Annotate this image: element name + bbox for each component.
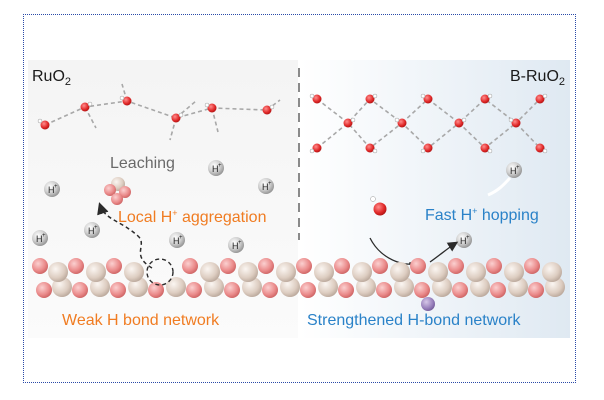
proton: H+ (506, 162, 522, 178)
hop-arrow-2 (429, 241, 459, 263)
svg-text:H: H (36, 234, 43, 244)
hopping-arc (487, 176, 512, 197)
svg-text:+: + (516, 165, 520, 171)
svg-text:+: + (54, 184, 58, 190)
svg-text:+: + (238, 240, 242, 246)
svg-text:H: H (88, 226, 95, 236)
proton: H+ (208, 160, 224, 176)
svg-text:H: H (48, 185, 55, 195)
svg-text:H: H (460, 236, 467, 246)
svg-text:+: + (466, 235, 470, 241)
svg-text:H: H (212, 164, 219, 174)
leaching-path-arrow (97, 202, 153, 269)
proton: H+ (44, 181, 60, 197)
proton: H+ (169, 232, 185, 248)
left-panel-background (28, 60, 298, 338)
leached-ruo2-cluster (104, 177, 131, 205)
svg-text:+: + (42, 233, 46, 239)
left-caption: Weak H bond network (62, 312, 220, 329)
proton: H+ (32, 230, 48, 246)
svg-text:+: + (218, 163, 222, 169)
left-title: RuO2 (32, 68, 71, 88)
leaching-label: Leaching (110, 155, 175, 172)
svg-text:+: + (94, 225, 98, 231)
vacancy-site (146, 258, 174, 286)
right-caption: Strengthened H-bond network (307, 312, 521, 329)
proton: H+ (258, 178, 274, 194)
svg-text:H: H (510, 166, 517, 176)
lattice-lower-row (36, 277, 565, 298)
hydronium-molecule (370, 196, 387, 216)
right-protons: H+ H+ (456, 162, 522, 248)
proton: H+ (456, 232, 472, 248)
local-aggregation-label: Local H+ aggregation (118, 208, 266, 226)
proton: H+ (228, 237, 244, 253)
svg-text:+: + (268, 181, 272, 187)
boron-dopant (421, 297, 435, 311)
svg-text:H: H (232, 241, 239, 251)
left-water-molecules (37, 95, 275, 130)
fast-hopping-label: Fast H+ hopping (425, 206, 539, 224)
svg-text:+: + (179, 235, 183, 241)
svg-text:H: H (173, 236, 180, 246)
right-water-molecules (309, 93, 548, 154)
lattice-upper-row (32, 258, 562, 282)
proton: H+ (84, 222, 100, 238)
right-title: B-RuO2 (510, 68, 565, 88)
svg-text:H: H (262, 182, 269, 192)
figure-frame (23, 14, 576, 383)
left-protons: H+ H+ H+ H+ H+ H+ H+ (32, 160, 274, 253)
right-panel-background (300, 60, 570, 338)
